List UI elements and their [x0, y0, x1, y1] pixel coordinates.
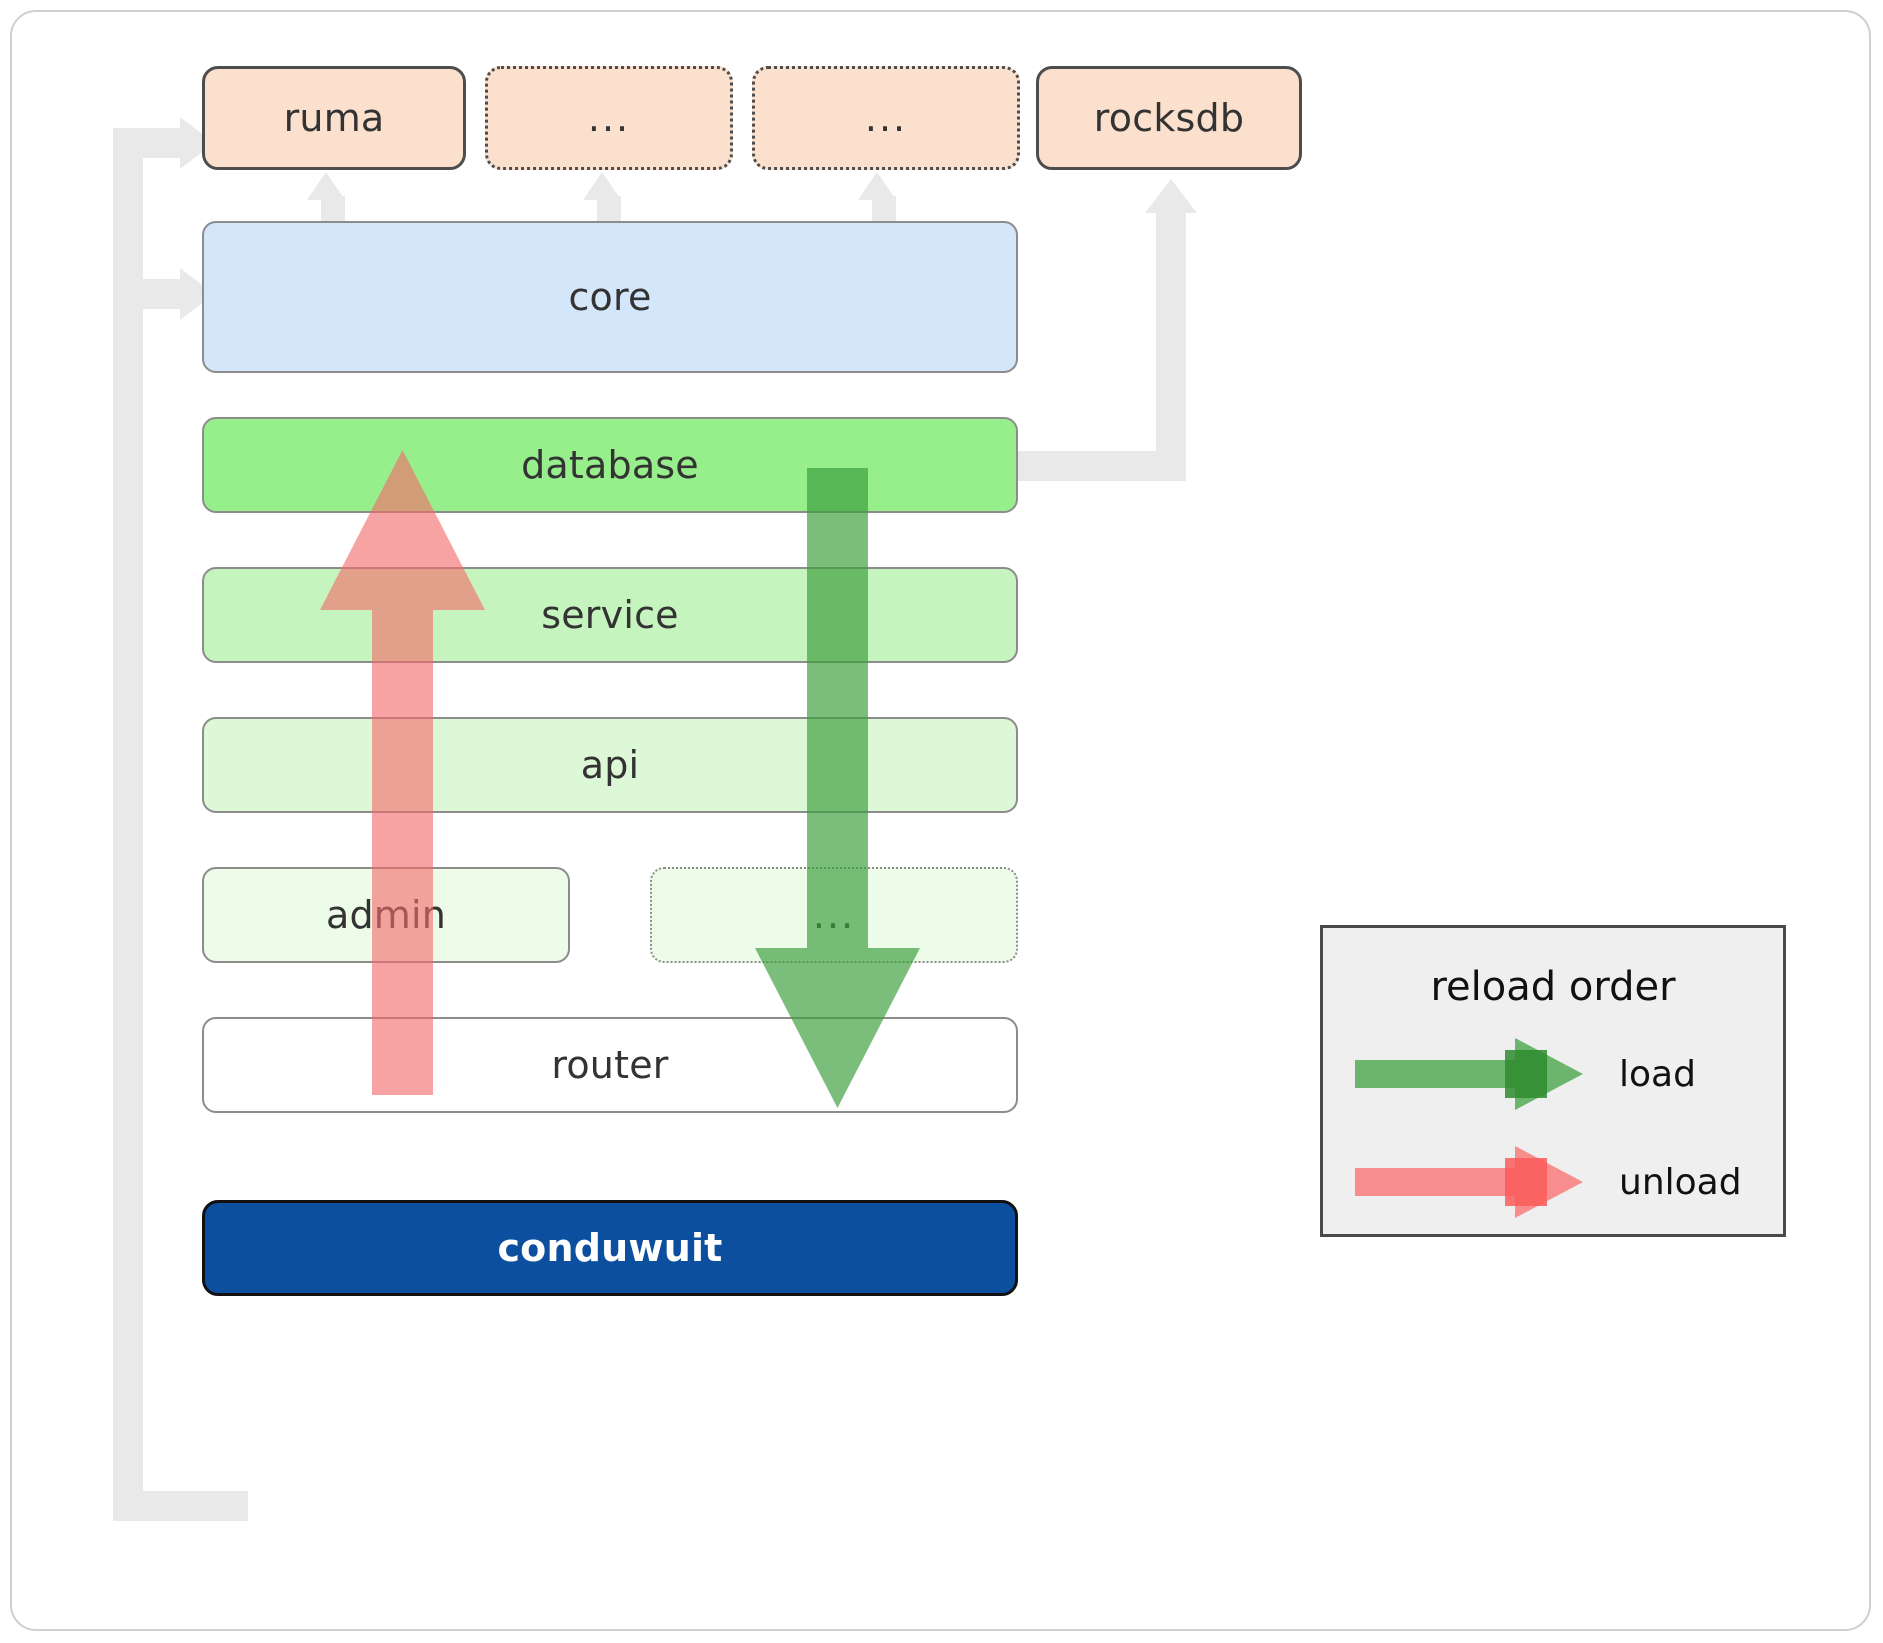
package-box-rocksdb[interactable]: rocksdb [1036, 66, 1302, 170]
root-label-conduwuit: conduwuit [497, 1226, 723, 1270]
package-box-ellipsis-1[interactable]: ... [485, 66, 733, 170]
layer-label-database: database [521, 443, 699, 487]
package-label-ellipsis-1: ... [587, 96, 631, 140]
legend-panel: reload order load unload [1320, 925, 1786, 1237]
connector-leg-to-conduwuit [113, 1491, 248, 1521]
layer-box-api[interactable]: api [202, 717, 1018, 813]
layer-label-admin: admin [325, 893, 447, 937]
connector-core-to-pkg3-shaft [872, 196, 896, 222]
connector-branch-to-ruma [113, 128, 180, 158]
layer-label-router: router [551, 1043, 669, 1087]
root-box-conduwuit[interactable]: conduwuit [202, 1200, 1018, 1296]
layer-box-ellipsis[interactable]: ... [650, 867, 1018, 963]
package-box-ellipsis-2[interactable]: ... [752, 66, 1020, 170]
connector-core-to-pkg2-head [583, 172, 621, 200]
connector-core-to-ruma-shaft [321, 196, 345, 222]
layer-label-core: core [568, 275, 652, 319]
package-label-ruma: ruma [283, 96, 385, 140]
legend-load-label: load [1619, 1054, 1696, 1095]
package-label-rocksdb: rocksdb [1093, 96, 1245, 140]
layer-box-router[interactable]: router [202, 1017, 1018, 1113]
legend-title: reload order [1430, 964, 1676, 1010]
connector-core-to-pkg2-shaft [597, 196, 621, 222]
legend-unload-label: unload [1619, 1162, 1742, 1203]
connector-core-to-ruma-head [307, 172, 345, 200]
connector-trunk-vertical [113, 128, 143, 1521]
legend-unload-arrow-icon [1355, 1146, 1583, 1218]
layer-box-database[interactable]: database [202, 417, 1018, 513]
layer-label-ellipsis: ... [812, 893, 856, 937]
package-box-ruma[interactable]: ruma [202, 66, 466, 170]
legend-load-arrow-icon [1355, 1038, 1583, 1110]
layer-label-api: api [580, 743, 640, 787]
connector-core-to-pkg3-head [858, 172, 896, 200]
connector-database-to-rocksdb-vertical [1156, 213, 1186, 481]
layer-box-service[interactable]: service [202, 567, 1018, 663]
layer-box-core[interactable]: core [202, 221, 1018, 373]
package-label-ellipsis-2: ... [864, 96, 908, 140]
connector-arrowhead-rocksdb [1145, 179, 1197, 213]
connector-branch-to-core [143, 279, 180, 309]
layer-label-service: service [541, 593, 679, 637]
layer-box-admin[interactable]: admin [202, 867, 570, 963]
